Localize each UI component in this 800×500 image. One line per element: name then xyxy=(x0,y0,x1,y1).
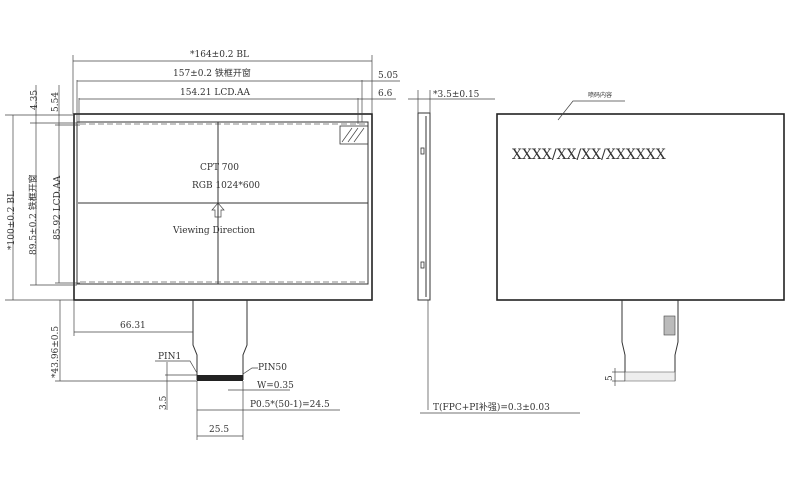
fpc-contacts xyxy=(197,375,243,381)
pitch-dim: P0.5*(50-1)=24.5 xyxy=(250,399,330,410)
back-fpc-outline xyxy=(621,300,679,381)
pin1-label: PIN1 xyxy=(158,352,181,362)
back-contact-length-dim: 5 xyxy=(605,375,615,381)
pin1-leader xyxy=(155,360,198,374)
total-length-dim: *43.96±0.5 xyxy=(51,326,61,378)
height-aa-dim: 85.92 LCD.AA xyxy=(53,175,63,240)
contact-length-dim: 3.5 xyxy=(159,395,169,410)
height-frame-dim: 89.5±0.2 铁框开窗 xyxy=(27,174,39,255)
side-view: *3.5±0.15 T(FPC+PI补强)=0.3±0.03 xyxy=(408,90,580,414)
width-aa-dim: 154.21 LCD.AA xyxy=(180,88,250,98)
width-frame-dim: 157±0.2 铁框开窗 xyxy=(173,67,251,79)
back-outline xyxy=(496,113,785,301)
back-fpc-contacts xyxy=(624,371,676,382)
thickness-dim: *3.5±0.15 xyxy=(433,90,480,100)
fpc-offset-dim: 66.31 xyxy=(120,321,146,331)
fpc-width-dim: 25.5 xyxy=(209,425,229,435)
arrow-up-icon xyxy=(211,202,225,218)
top-offset-aa-dim: 5.54 xyxy=(51,92,61,112)
top-offset-frame-dim: 4.35 xyxy=(30,90,40,110)
width-bl-dim: *164±0.2 BL xyxy=(190,50,249,60)
right-offset-aa-dim: 6.6 xyxy=(378,89,393,99)
backlight-outline xyxy=(73,113,373,301)
right-offset-frame-dim: 5.05 xyxy=(378,71,398,81)
pin50-label: PIN50 xyxy=(258,363,287,373)
viewing-direction-label: Viewing Direction xyxy=(172,226,255,236)
side-outline xyxy=(417,112,431,301)
hatched-mark xyxy=(339,125,369,145)
label-note: 喷码内容 xyxy=(588,91,612,99)
pin50-leader xyxy=(242,367,258,375)
fpc-thickness-dim: T(FPC+PI补强)=0.3±0.03 xyxy=(433,401,550,413)
pin-width-dim: W=0.35 xyxy=(257,381,294,391)
front-view: CPT 700 RGB 1024*600 Viewing Direction *… xyxy=(5,50,400,440)
height-bl-dim: *100±0.2 BL xyxy=(7,191,17,250)
back-view: 喷码内容 XXXX/XX/XX/XXXXXX 5 xyxy=(496,91,785,386)
label-note-leader xyxy=(557,100,625,121)
model-label: CPT 700 xyxy=(200,163,239,173)
serial-code: XXXX/XX/XX/XXXXXX xyxy=(512,147,666,163)
resolution-label: RGB 1024*600 xyxy=(192,181,260,191)
back-connector xyxy=(663,315,676,336)
fpc-outline xyxy=(192,300,248,380)
